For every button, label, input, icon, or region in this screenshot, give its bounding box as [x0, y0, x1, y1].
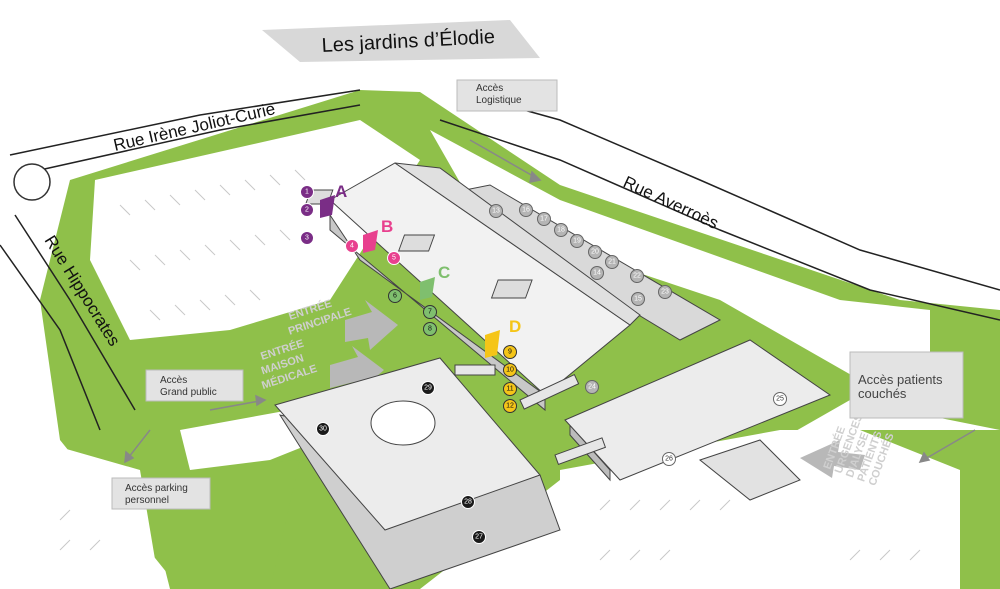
buildings [274, 162, 832, 589]
svg-text:3: 3 [305, 235, 309, 242]
marker: 12 [503, 399, 517, 413]
svg-text:Logistique: Logistique [476, 95, 522, 106]
marker: 2 [300, 203, 314, 217]
marker: 15 [631, 292, 645, 306]
svg-text:17: 17 [540, 216, 548, 223]
svg-text:2: 2 [305, 207, 309, 214]
zone-letter-c: C [438, 263, 450, 282]
svg-text:11: 11 [506, 386, 513, 393]
svg-text:personnel: personnel [125, 495, 169, 506]
marker: 9 [503, 345, 517, 359]
svg-text:15: 15 [634, 296, 642, 303]
marker: 18 [554, 223, 568, 237]
svg-text:23: 23 [661, 289, 669, 296]
svg-text:13: 13 [492, 208, 500, 215]
marker: 24 [585, 380, 599, 394]
east-wing-roof [564, 339, 832, 481]
courtyard [370, 400, 436, 446]
marker: 19 [570, 234, 584, 248]
svg-text:30: 30 [319, 426, 327, 433]
connector [554, 437, 607, 466]
marker: 4 [345, 239, 359, 253]
svg-text:5: 5 [392, 255, 396, 262]
marker: 7 [423, 305, 437, 319]
marker: 13 [489, 204, 503, 218]
marker: 5 [387, 251, 401, 265]
marker: 14 [590, 266, 604, 280]
parking-stripes [59, 169, 921, 561]
svg-text:28: 28 [464, 499, 472, 506]
parking-lots [0, 120, 960, 589]
svg-text:4: 4 [350, 243, 354, 250]
svg-text:12: 12 [506, 403, 514, 410]
marker: 3 [300, 231, 314, 245]
svg-text:9: 9 [508, 349, 512, 356]
marker: 16 [519, 203, 533, 217]
title-plate [262, 20, 540, 62]
marker: 29 [421, 381, 435, 395]
svg-text:1: 1 [305, 189, 309, 196]
east-annex-roof [698, 439, 801, 501]
zone-letter-d: D [509, 317, 521, 336]
svg-text:24: 24 [588, 384, 596, 391]
access-logistique: Accès Logistique [456, 79, 558, 112]
svg-text:7: 7 [428, 309, 432, 316]
svg-text:18: 18 [557, 227, 565, 234]
svg-text:20: 20 [591, 249, 599, 256]
marker: 21 [605, 255, 619, 269]
svg-text:10: 10 [506, 367, 514, 374]
svg-text:16: 16 [522, 207, 530, 214]
svg-text:8: 8 [428, 326, 432, 333]
marker: 26 [662, 452, 676, 466]
main-building-side [329, 213, 546, 412]
marker: 1 [300, 185, 314, 199]
connector [454, 364, 496, 376]
svg-text:Accès patients: Accès patients [858, 372, 943, 387]
access-patients-couches: Accès patients couchés [849, 351, 964, 419]
svg-text:22: 22 [633, 273, 641, 280]
svg-text:29: 29 [424, 385, 432, 392]
svg-text:25: 25 [776, 396, 784, 403]
connector [519, 373, 580, 410]
svg-text:couchés: couchés [858, 386, 907, 401]
ground-arrows [330, 300, 865, 478]
marker: 27 [472, 530, 486, 544]
svg-text:26: 26 [665, 456, 673, 463]
marker: 10 [503, 363, 517, 377]
marker: 23 [658, 285, 672, 299]
svg-text:Grand public: Grand public [160, 387, 217, 398]
svg-text:Accès: Accès [160, 375, 187, 386]
skylight [397, 234, 436, 252]
marker: 30 [316, 422, 330, 436]
zone-letter-a: A [335, 182, 347, 201]
marker: 8 [423, 322, 437, 336]
streets [0, 89, 1000, 431]
svg-text:27: 27 [475, 534, 483, 541]
svg-text:14: 14 [593, 270, 601, 277]
marker: 11 [503, 382, 517, 396]
access-grand-public: Accès Grand public [145, 369, 244, 402]
access-parking-personnel: Accès parking personnel [111, 477, 211, 510]
zone-letter-b: B [381, 217, 393, 236]
marker: 25 [773, 392, 787, 406]
marker: 20 [588, 245, 602, 259]
svg-text:Accès: Accès [476, 83, 503, 94]
svg-text:21: 21 [608, 259, 616, 266]
direction-arrows [124, 139, 976, 464]
roundabout [13, 163, 51, 201]
marker: 6 [388, 289, 402, 303]
main-building-ridge [394, 162, 641, 326]
marker: 17 [537, 212, 551, 226]
marker: 22 [630, 269, 644, 283]
marker: 28 [461, 495, 475, 509]
svg-text:19: 19 [573, 238, 581, 245]
svg-text:6: 6 [393, 293, 397, 300]
skylight [490, 279, 533, 299]
svg-text:Accès parking: Accès parking [125, 483, 188, 494]
zone-flags: A B C D [320, 182, 521, 358]
